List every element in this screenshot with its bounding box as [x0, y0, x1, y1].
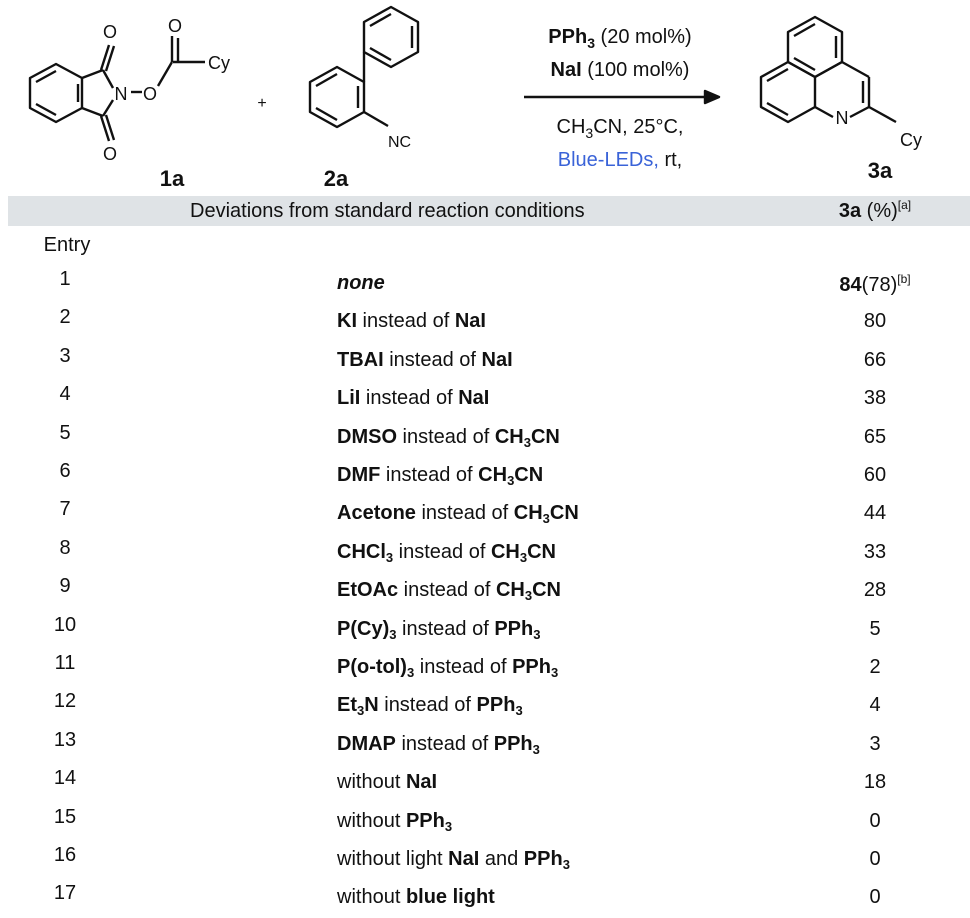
table-row: 11 P(o-tol)3 instead of PPh3 2 — [0, 652, 970, 688]
entry-number: 3 — [59, 344, 71, 367]
entry-number: 2 — [59, 306, 71, 329]
entry-number: 13 — [53, 728, 77, 751]
deviation-text: DMAP instead of PPh3 — [337, 732, 540, 757]
yield-value: 80 — [863, 310, 887, 333]
yield-value: 4 — [869, 694, 881, 717]
yield-value: 44 — [863, 502, 887, 525]
header-yield: 3a (%)[a] — [838, 198, 912, 222]
yield-value: 28 — [863, 579, 887, 602]
yield-value: 0 — [869, 886, 881, 909]
table-row: 13 DMAP instead of PPh3 3 — [0, 729, 970, 765]
table-row: 4 LiI instead of NaI 38 — [0, 383, 970, 419]
yield-value: 0 — [869, 809, 881, 832]
table-row: 12 Et3N instead of PPh3 4 — [0, 690, 970, 726]
table-row: 16 without light NaI and PPh3 0 — [0, 844, 970, 880]
entry-number: 6 — [59, 460, 71, 482]
atom-o-bottom: O — [103, 144, 117, 164]
deviation-text: none — [337, 272, 385, 294]
deviation-text: P(o-tol)3 instead of PPh3 — [337, 656, 559, 680]
entry-number: 1 — [59, 268, 71, 290]
table-header-band — [8, 196, 970, 226]
deviation-text: CHCl3 instead of CH3CN — [337, 540, 556, 565]
entry-number: 9 — [59, 575, 71, 598]
reactant1-cy: Cy — [208, 53, 230, 73]
conditions-line-2: NaI (100 mol%) — [551, 59, 690, 81]
atom-o-chain: O — [143, 84, 157, 104]
yield-value: 5 — [869, 617, 881, 640]
conditions-line-4: Blue-LEDs, rt, — [558, 149, 683, 171]
entry-number: 17 — [53, 882, 77, 905]
entry-number: 14 — [53, 767, 77, 790]
deviation-text: LiI instead of NaI — [337, 387, 490, 410]
header-entry: Entry — [43, 234, 91, 256]
yield-value: 3 — [869, 732, 881, 755]
compound-label-1a: 1a — [160, 166, 185, 191]
entry-number: 16 — [53, 844, 77, 866]
deviation-text: EtOAc instead of CH3CN — [337, 579, 561, 604]
entry-number: 7 — [59, 498, 71, 521]
deviation-text: DMSO instead of CH3CN — [337, 425, 560, 450]
reaction-scheme: O O N O O Cy 1a + NC 2a PPh3 (20 mol%) N… — [28, 5, 922, 191]
yield-value: 0 — [869, 848, 881, 870]
compound-label-3a: 3a — [868, 158, 893, 183]
table-row: 17 without blue light 0 — [0, 882, 970, 918]
entry-number: 4 — [59, 383, 71, 406]
table-row: 3 TBAI instead of NaI 66 — [0, 345, 970, 381]
table-row: 15 without PPh3 0 — [0, 806, 970, 842]
table-row: 5 DMSO instead of CH3CN 65 — [0, 422, 970, 458]
deviation-text: Et3N instead of PPh3 — [337, 694, 523, 719]
deviation-text: TBAI instead of NaI — [337, 348, 513, 371]
yield-value: 18 — [863, 771, 887, 794]
product-3a-structure — [759, 15, 897, 124]
table-row: 8 CHCl3 instead of CH3CN 33 — [0, 537, 970, 573]
isocyanide-nc: NC — [388, 134, 411, 151]
deviation-text: without NaI — [337, 771, 438, 794]
yield-value: 33 — [863, 540, 887, 563]
conditions-line-1: PPh3 (20 mol%) — [548, 26, 691, 51]
table-row: 6 DMF instead of CH3CN 60 — [0, 460, 970, 496]
yield-value: 38 — [863, 387, 887, 410]
yield-value: 2 — [869, 656, 881, 678]
entry-number: 11 — [54, 652, 76, 674]
atom-o-carbonyl: O — [168, 16, 182, 36]
entry-number: 8 — [59, 536, 71, 559]
yield-value: 84(78)[b] — [839, 272, 911, 296]
reaction-arrow — [524, 89, 721, 105]
table-row: 2 KI instead of NaI 80 — [0, 306, 970, 342]
table-row: 1 none 84(78)[b] — [0, 268, 970, 304]
reactant-1a-structure — [28, 36, 205, 142]
yield-value: 65 — [863, 425, 887, 448]
plus-sign: + — [257, 95, 266, 112]
yield-value: 66 — [863, 348, 887, 371]
table-row: 14 without NaI 18 — [0, 767, 970, 803]
conditions-line-3: CH3CN, 25°C, — [557, 116, 684, 141]
entry-number: 5 — [59, 421, 71, 444]
table-row: 10 P(Cy)3 instead of PPh3 5 — [0, 614, 970, 650]
deviation-text: without blue light — [337, 886, 495, 909]
deviation-text: DMF instead of CH3CN — [337, 464, 544, 488]
deviation-text: KI instead of NaI — [337, 310, 486, 333]
entry-number: 10 — [53, 613, 77, 636]
atom-o-top: O — [103, 22, 117, 42]
product-cy: Cy — [900, 130, 922, 150]
table-row: 9 EtOAc instead of CH3CN 28 — [0, 575, 970, 611]
entry-number: 15 — [53, 805, 77, 828]
yield-value: 60 — [863, 464, 887, 486]
deviation-text: without PPh3 — [337, 809, 453, 834]
deviation-text: Acetone instead of CH3CN — [337, 502, 579, 527]
atom-n: N — [115, 84, 128, 104]
reactant-2a-structure — [308, 5, 420, 129]
header-deviations: Deviations from standard reaction condit… — [190, 200, 585, 222]
entry-number: 12 — [53, 690, 77, 713]
product-atom-n: N — [836, 108, 849, 128]
table-row: 7 Acetone instead of CH3CN 44 — [0, 498, 970, 534]
deviation-text: without light NaI and PPh3 — [337, 848, 570, 872]
deviation-text: P(Cy)3 instead of PPh3 — [337, 617, 541, 642]
compound-label-2a: 2a — [324, 166, 349, 191]
